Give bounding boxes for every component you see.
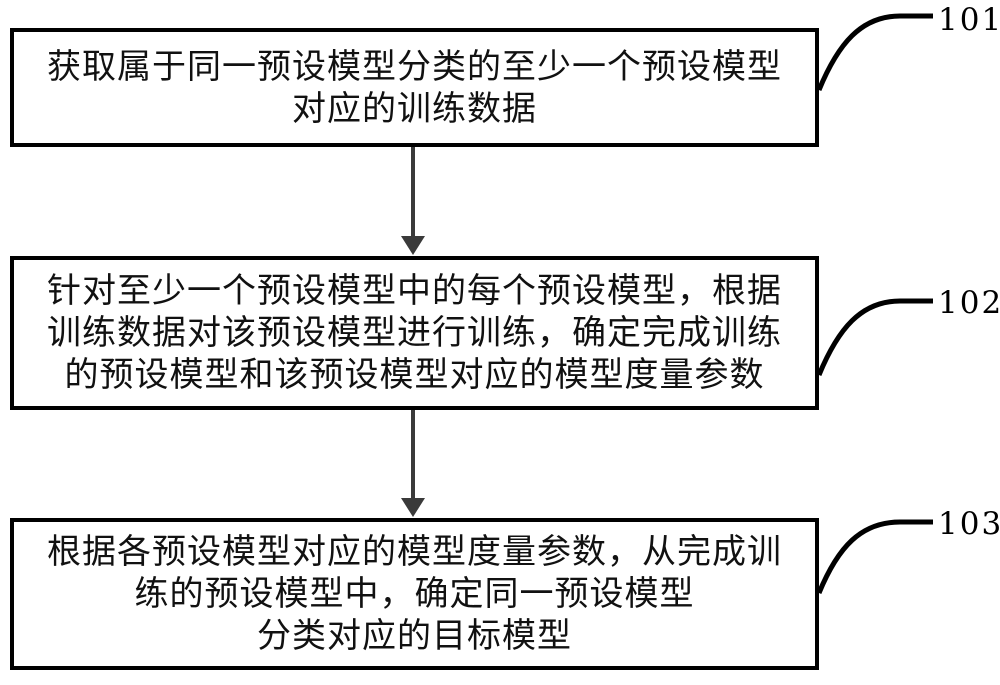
step-101-text-line-1: 获取属于同一预设模型分类的至少一个预设模型 <box>47 46 782 87</box>
step-101-text-line-2: 对应的训练数据 <box>292 88 537 129</box>
ref-label-103: 103 <box>938 506 1000 542</box>
step-102-text-line-2: 训练数据对该预设模型进行训练，确定完成训练 <box>47 313 782 353</box>
ref-connector-102 <box>816 298 933 376</box>
step-103-text-line-3: 分类对应的目标模型 <box>257 616 572 656</box>
step-box-103: 根据各预设模型对应的模型度量参数，从完成训 练的预设模型中，确定同一预设模型 分… <box>10 518 819 670</box>
step-box-102: 针对至少一个预设模型中的每个预设模型，根据 训练数据对该预设模型进行训练，确定完… <box>10 256 819 410</box>
ref-connector-101 <box>816 13 933 91</box>
step-103-text-line-1: 根据各预设模型对应的模型度量参数，从完成训 <box>47 532 782 572</box>
flow-arrowhead-icon <box>401 236 425 255</box>
step-102-text-line-1: 针对至少一个预设模型中的每个预设模型，根据 <box>47 271 782 311</box>
ref-label-101: 101 <box>938 2 1000 38</box>
flow-arrow-1-to-2 <box>401 147 425 255</box>
ref-connector-103 <box>816 519 933 594</box>
flow-arrow-2-to-3 <box>401 410 425 517</box>
flow-arrowhead-icon <box>401 498 425 517</box>
step-box-101: 获取属于同一预设模型分类的至少一个预设模型 对应的训练数据 <box>10 28 819 147</box>
ref-label-102: 102 <box>938 285 1000 321</box>
step-103-text-line-2: 练的预设模型中，确定同一预设模型 <box>134 574 695 614</box>
step-102-text-line-3: 的预设模型和该预设模型对应的模型度量参数 <box>64 355 765 395</box>
